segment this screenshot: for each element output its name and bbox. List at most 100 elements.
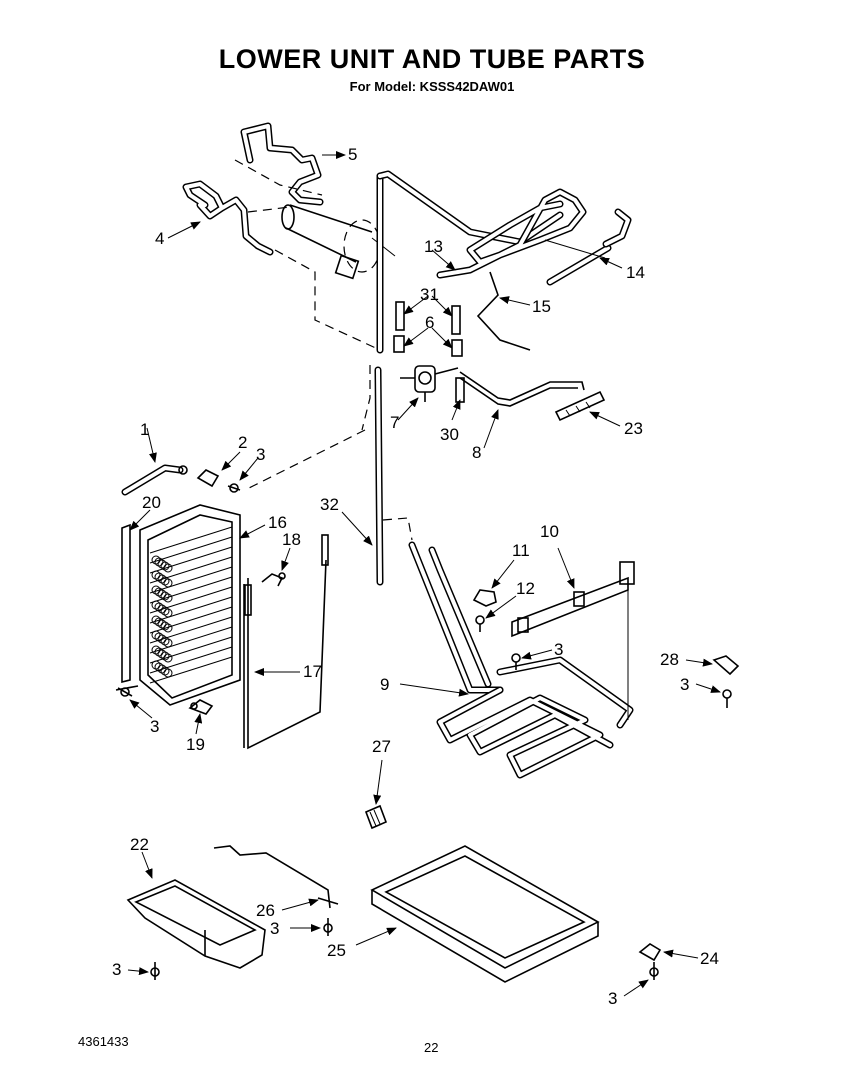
part-15-tube <box>476 271 531 351</box>
callout-3a: 3 <box>256 445 265 464</box>
callout-4: 4 <box>155 229 164 248</box>
part-23-clip <box>554 390 606 422</box>
leader-2 <box>221 451 241 471</box>
part-3-screw-c <box>511 653 521 670</box>
callout-11: 11 <box>512 541 530 560</box>
part-4-tube <box>182 180 274 256</box>
callout-19: 19 <box>186 735 205 754</box>
callout-5: 5 <box>348 145 357 164</box>
evaporator-coil-bend <box>163 563 173 573</box>
part-11-clamp <box>472 589 497 607</box>
leader-16 <box>239 524 266 539</box>
evaporator-coil-bend <box>160 591 170 601</box>
leader-19 <box>194 713 203 735</box>
part-5-tube <box>240 122 324 206</box>
evaporator-coil-bend <box>163 578 173 588</box>
part-18-clip <box>261 572 286 587</box>
dash-line <box>274 249 381 351</box>
evaporator-fin <box>149 646 233 674</box>
part-26-wire <box>213 845 339 909</box>
model-subtitle: For Model: KSSS42DAW01 <box>349 79 515 94</box>
evaporator-coil-bend <box>163 653 173 663</box>
evaporator-fin <box>149 536 233 564</box>
evaporator-fin <box>149 656 233 684</box>
part-3-screw-a <box>227 483 241 493</box>
part-1-heater-cord <box>121 464 188 496</box>
callout-10: 10 <box>540 522 559 541</box>
part-8-tube <box>459 371 585 407</box>
callout-18: 18 <box>282 530 301 549</box>
callout-28: 28 <box>660 650 679 669</box>
leader-3c <box>521 649 553 660</box>
callout-14: 14 <box>626 263 645 282</box>
callout-3g: 3 <box>608 989 617 1008</box>
callout-6: 6 <box>425 313 434 332</box>
callout-24: 24 <box>700 949 719 968</box>
evaporator-coil-bend <box>163 638 173 648</box>
evaporator-coil-bend <box>160 666 170 676</box>
callout-9: 9 <box>380 675 389 694</box>
tube-line <box>544 239 606 259</box>
leader-31b <box>431 295 453 317</box>
document-number: 4361433 <box>78 1034 129 1049</box>
leader-8 <box>483 409 499 449</box>
evaporator-coil-bend <box>160 606 170 616</box>
leader-3a <box>239 457 259 481</box>
callout-15: 15 <box>532 297 551 316</box>
leader-30 <box>451 399 461 421</box>
leader-23 <box>589 411 621 427</box>
callout-3d: 3 <box>680 675 689 694</box>
dash-line <box>244 429 366 491</box>
evaporator-coil-bend <box>163 608 173 618</box>
page-number: 22 <box>424 1040 439 1055</box>
part-16-evaporator <box>115 504 241 706</box>
leader-25 <box>355 927 397 946</box>
evaporator-fin <box>149 616 233 644</box>
evaporator-coil-bend <box>163 668 173 678</box>
leader-18 <box>281 547 291 571</box>
leader-26 <box>281 898 319 911</box>
dash-line <box>234 159 323 196</box>
evaporator-coil-bend <box>163 593 173 603</box>
part-2-bracket <box>196 469 220 488</box>
leader-10 <box>557 547 575 589</box>
part-22-trough <box>126 879 266 969</box>
part-17-heater <box>243 534 329 750</box>
part-3-screw-d <box>722 689 732 708</box>
leader-3e <box>127 967 149 976</box>
evaporator-coil-bend <box>160 621 170 631</box>
evaporator-fin <box>149 626 233 654</box>
callout-31: 31 <box>420 285 439 304</box>
leader-28 <box>685 658 713 667</box>
part-31-fittings <box>393 301 465 403</box>
part-3-screw-e <box>150 962 160 980</box>
leader-20 <box>129 509 151 531</box>
evaporator-coil-bend <box>160 561 170 571</box>
part-14-tube <box>546 208 632 286</box>
callout-3f: 3 <box>270 919 279 938</box>
callout-27: 27 <box>372 737 391 756</box>
leader-3g <box>623 979 649 997</box>
evaporator-coil-bend <box>160 651 170 661</box>
callout-2: 2 <box>238 433 247 452</box>
part-28-bracket <box>712 655 740 676</box>
leader-11 <box>491 559 515 589</box>
evaporator-fin <box>149 556 233 584</box>
leader-22 <box>141 851 153 879</box>
leader-27 <box>373 759 383 805</box>
dash-line <box>382 517 413 541</box>
part-3-screw-f <box>323 918 333 936</box>
part-25-drain-pan <box>370 845 600 983</box>
callout-23: 23 <box>624 419 643 438</box>
callout-8: 8 <box>472 443 481 462</box>
part-10-bracket <box>511 561 635 638</box>
leader-3d <box>695 683 721 693</box>
callout-32: 32 <box>320 495 339 514</box>
callout-30: 30 <box>440 425 459 444</box>
leader-24 <box>663 949 699 959</box>
part-12-screw <box>475 615 485 632</box>
leader-7 <box>397 397 419 421</box>
leader-14 <box>599 257 623 269</box>
evaporator-fin <box>149 586 233 614</box>
leader-1 <box>146 427 157 463</box>
